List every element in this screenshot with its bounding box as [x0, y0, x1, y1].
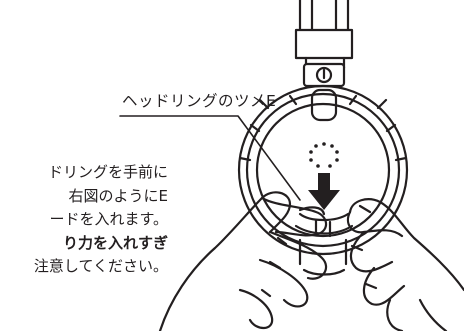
right-hand: [346, 198, 464, 331]
left-hand: [158, 191, 328, 331]
headring: [237, 84, 409, 256]
instruction-line: 注意してください。: [33, 257, 168, 275]
instruction-line: 右図のようにE: [68, 186, 168, 205]
instruction-text: ドリングを手前に 右図のようにE ードを入れます。 り力を入れすぎ 注意してくだ…: [0, 161, 168, 279]
arrow-down-icon: [308, 173, 340, 210]
callout-label: ヘッドリングのツメE: [122, 92, 277, 110]
instruction-line: ドリングを手前に: [47, 163, 168, 181]
motion-dots: [309, 142, 339, 168]
stand-shaft: [294, 0, 354, 122]
instruction-line: ードを入れます。: [49, 210, 168, 228]
callout-leader: [119, 115, 301, 201]
ring-base: [294, 212, 354, 276]
instruction-line-emphasis: り力を入れすぎ: [62, 233, 168, 252]
